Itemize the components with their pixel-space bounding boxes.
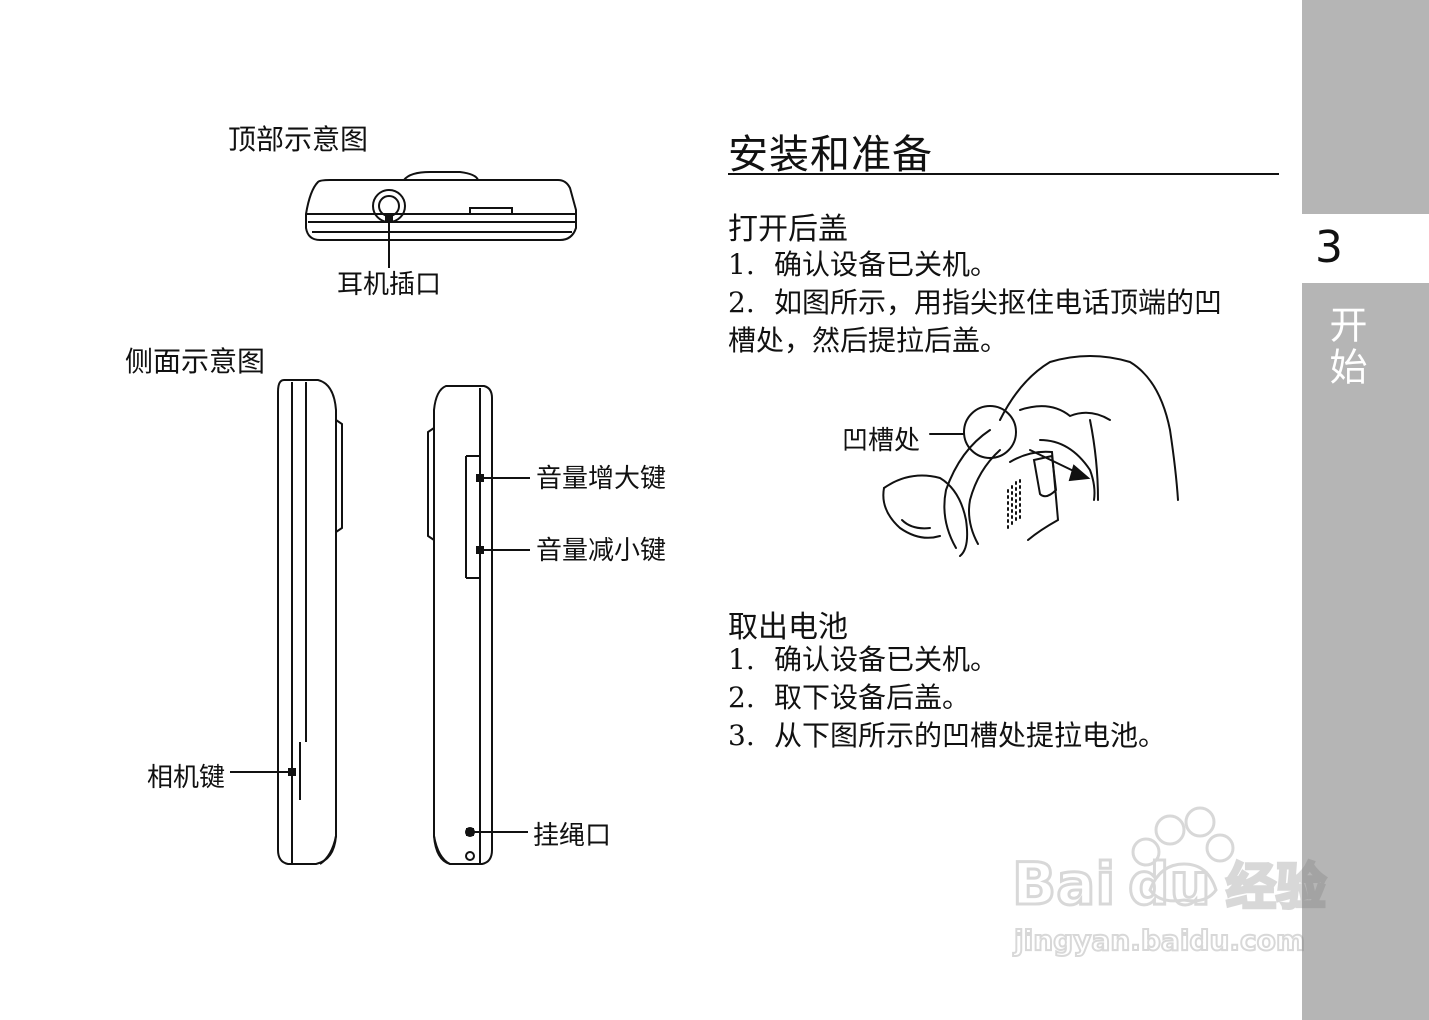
step-text: 取下设备后盖。 [774, 681, 971, 714]
step-number: 2. [728, 681, 755, 714]
list-item: 1. 确认设备已关机。 [728, 246, 1222, 284]
step-number: 1. [728, 248, 755, 281]
list-item: 3. 从下图所示的凹槽处提拉电池。 [728, 717, 1166, 755]
step-text: 确认设备已关机。 [774, 643, 999, 676]
strap-hole-label: 挂绳口 [533, 821, 612, 851]
side-view-title: 侧面示意图 [125, 345, 266, 378]
top-view-title: 顶部示意图 [228, 123, 369, 156]
step-number: 1. [728, 643, 755, 676]
page-number-tab [1302, 214, 1429, 283]
list-item: 2. 如图所示，用指尖抠住电话顶端的凹 [728, 284, 1222, 322]
step-number: 3. [728, 719, 755, 752]
step-text: 确认设备已关机。 [774, 248, 999, 281]
section-title-rule [728, 173, 1279, 175]
page-number: 3 [1315, 222, 1343, 273]
step-number: 2. [728, 286, 755, 319]
remove-battery-heading: 取出电池 [728, 610, 848, 645]
remove-battery-steps: 1. 确认设备已关机。 2. 取下设备后盖。 3. 从下图所示的凹槽处提拉电池。 [728, 641, 1166, 755]
step-text: 从下图所示的凹槽处提拉电池。 [774, 719, 1167, 752]
section-title: 安装和准备 [728, 132, 933, 178]
phone-side-view-left [230, 379, 343, 865]
chapter-sidebar [1302, 0, 1429, 1020]
earphone-jack-label: 耳机插口 [337, 270, 442, 300]
phone-side-view-right [427, 385, 530, 865]
step-text: 如图所示，用指尖抠住电话顶端的凹 [774, 286, 1223, 319]
list-item: 1. 确认设备已关机。 [728, 641, 1166, 679]
phone-top-view [305, 171, 577, 268]
volume-up-label: 音量增大键 [536, 464, 667, 494]
hand-opening-cover-illustration [882, 355, 1179, 557]
chapter-name: 开始 [1323, 305, 1367, 389]
open-cover-heading: 打开后盖 [728, 212, 848, 247]
open-cover-steps: 1. 确认设备已关机。 2. 如图所示，用指尖抠住电话顶端的凹 槽处，然后提拉后盖。 [728, 246, 1222, 360]
camera-key-label: 相机键 [147, 763, 226, 793]
step-text-continuation: 槽处，然后提拉后盖。 [728, 324, 1009, 357]
list-item: 2. 取下设备后盖。 [728, 679, 1166, 717]
groove-label: 凹槽处 [842, 426, 921, 456]
volume-down-label: 音量减小键 [536, 536, 667, 566]
